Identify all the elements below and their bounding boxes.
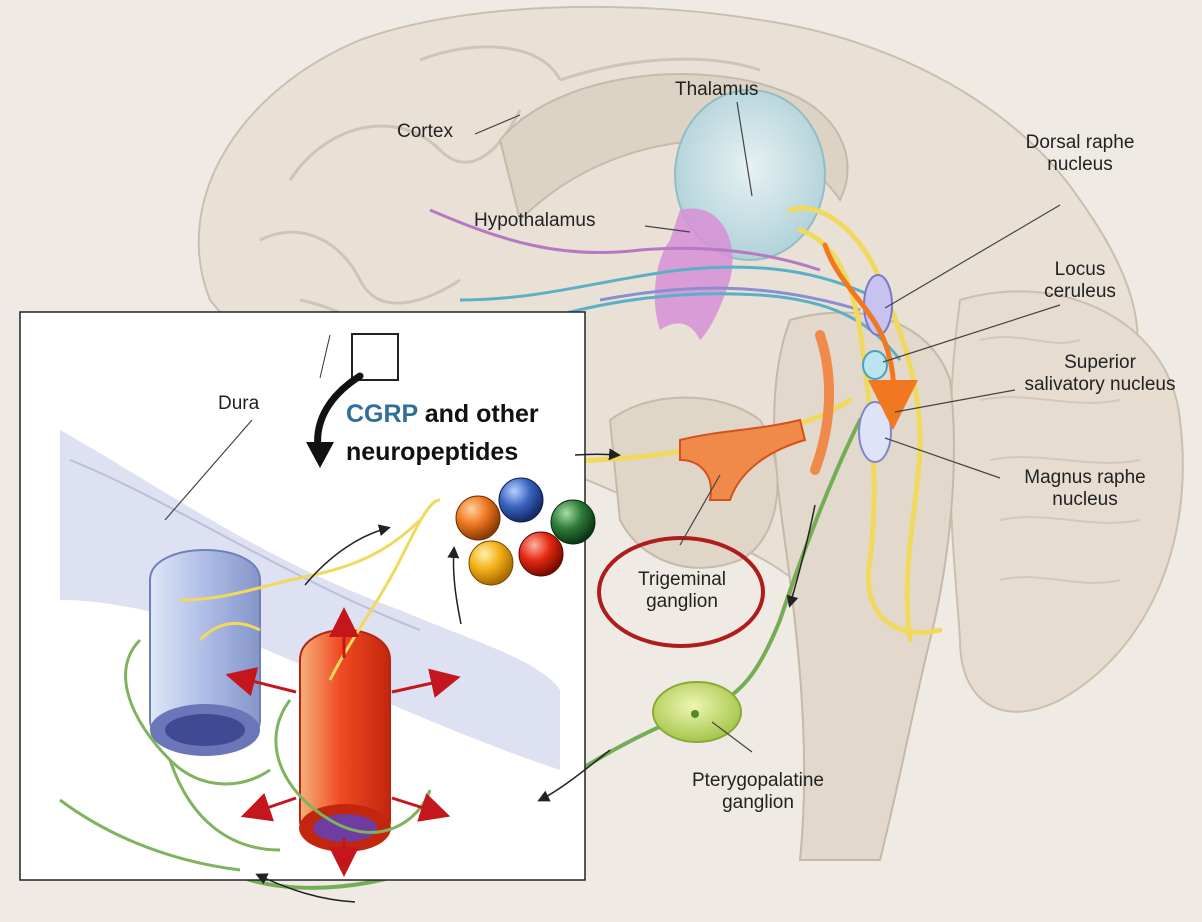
locus-ceruleus-structure xyxy=(863,351,887,379)
label-hypothalamus: Hypothalamus xyxy=(474,210,595,232)
cgrp-annotation-line2: neuropeptides xyxy=(346,436,518,468)
magnus-raphe-structure xyxy=(859,402,891,462)
label-dura: Dura xyxy=(218,393,259,415)
cgrp-label: CGRP xyxy=(346,400,418,428)
cgrp-annotation-line1: CGRP and other xyxy=(346,398,539,430)
neuropeptide-ball-red xyxy=(519,532,563,576)
neuropeptide-ball-orange xyxy=(456,496,500,540)
neuropeptide-ball-blue xyxy=(499,478,543,522)
neuropeptide-ball-green xyxy=(551,500,595,544)
and-other-label: and other xyxy=(418,400,539,428)
artery xyxy=(299,630,391,852)
neuropeptide-ball-yellow xyxy=(469,541,513,585)
vein xyxy=(150,550,260,756)
label-cortex: Cortex xyxy=(397,121,453,143)
label-thalamus: Thalamus xyxy=(675,79,758,101)
